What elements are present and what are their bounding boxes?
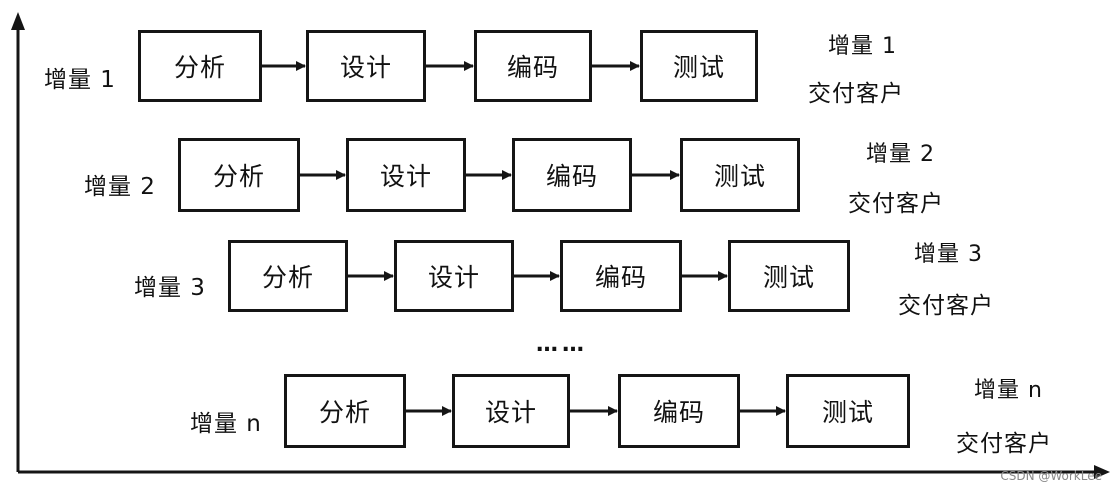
ellipsis: …… (536, 332, 588, 357)
y-axis-arrowhead (11, 12, 25, 30)
x-axis-arrowhead (1094, 465, 1110, 479)
watermark: CSDN @WorkLee (1000, 469, 1102, 483)
